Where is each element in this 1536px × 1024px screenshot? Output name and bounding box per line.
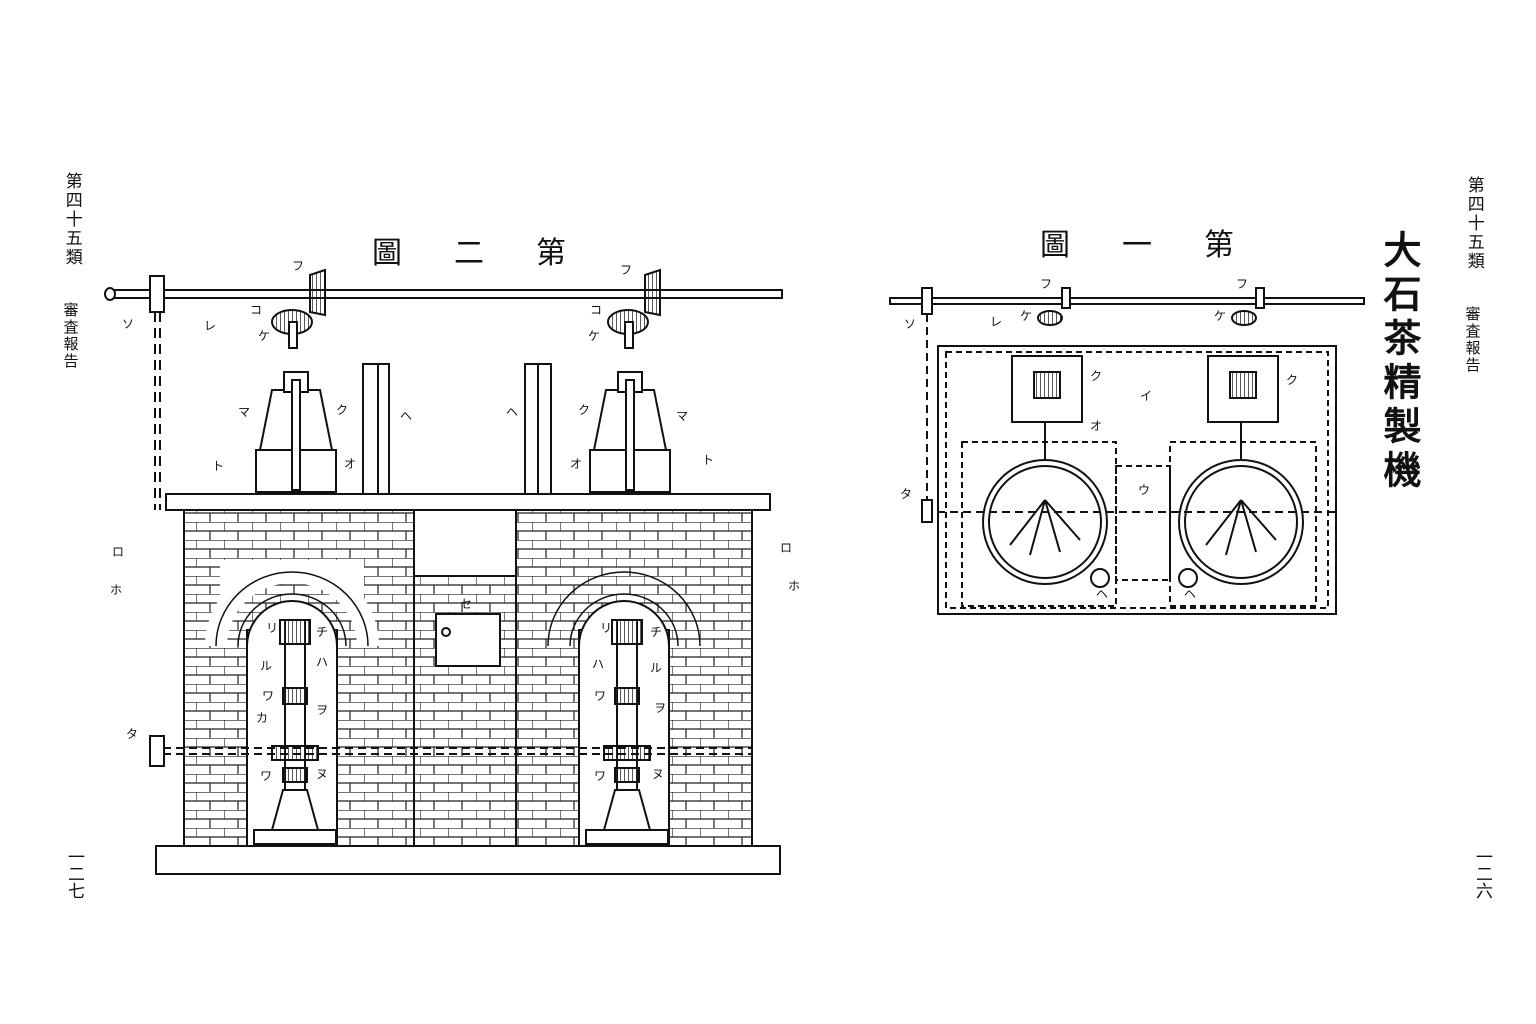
label: タ	[900, 487, 912, 501]
left-side-heading: 第四十五類	[61, 172, 82, 267]
label: ヲ	[654, 701, 666, 715]
right-side-heading-2: 審査報告	[1463, 306, 1482, 374]
label: ク	[336, 403, 348, 417]
figure-1-title: 第一圖	[1040, 228, 1286, 263]
figure-1-drawing	[889, 287, 1365, 615]
label: ホ	[110, 583, 122, 597]
label: ケ	[1020, 309, 1032, 323]
label: ク	[1090, 369, 1102, 383]
label: マ	[676, 409, 688, 423]
label: フ	[1040, 277, 1052, 291]
label: ロ	[112, 545, 124, 559]
label: ソ	[904, 317, 916, 331]
label: リ	[600, 621, 612, 635]
label: イ	[1140, 389, 1152, 403]
right-side-heading: 第四十五類	[1463, 176, 1484, 271]
label: ハ	[316, 655, 328, 669]
label: ケ	[1214, 309, 1226, 323]
label: ワ	[594, 689, 606, 703]
label: タ	[126, 727, 138, 741]
label: コ	[590, 303, 602, 317]
label: コ	[250, 303, 262, 317]
label: ル	[260, 659, 272, 673]
label: ヘ	[1096, 587, 1108, 601]
label: リ	[266, 621, 278, 635]
label: ケ	[258, 329, 270, 343]
label: マ	[238, 405, 250, 419]
label: チ	[316, 625, 328, 639]
label: ケ	[588, 329, 600, 343]
label: フ	[620, 263, 632, 277]
label: ヌ	[652, 767, 664, 781]
label: フ	[292, 259, 304, 273]
label: ワ	[260, 769, 272, 783]
label: ホ	[788, 579, 800, 593]
left-side-heading-2: 審査報告	[61, 302, 80, 370]
label: ヲ	[316, 703, 328, 717]
label: ソ	[122, 317, 134, 331]
left-page-number: 一二七	[64, 848, 84, 899]
label: フ	[1236, 277, 1248, 291]
label: ト	[702, 453, 714, 467]
label: カ	[256, 711, 268, 725]
label: ワ	[594, 769, 606, 783]
label: ト	[212, 459, 224, 473]
label: オ	[344, 457, 356, 471]
label: ヘ	[506, 405, 518, 419]
machine-title: 大石茶精製機	[1377, 230, 1422, 494]
label: ク	[578, 403, 590, 417]
figure-2-title: 第二圖	[372, 236, 618, 271]
label: ワ	[262, 689, 274, 703]
figure-1-labels: フ フ ソ レ ケ ケ イ ク ク オ タ ウ ヘ ヘ	[900, 277, 1298, 601]
label: オ	[570, 457, 582, 471]
label: セ	[460, 597, 472, 611]
label: オ	[1090, 419, 1102, 433]
figure-2-drawing	[104, 268, 783, 875]
label: レ	[990, 315, 1002, 329]
label: ヘ	[1184, 587, 1196, 601]
label: ハ	[592, 657, 604, 671]
label: チ	[650, 625, 662, 639]
figure-2-labels: フ フ ソ レ コ コ ケ ケ マ マ ク ク ヘ ヘ オ オ ト ト ロ ロ …	[110, 259, 800, 783]
label: ロ	[780, 541, 792, 555]
label: ル	[650, 661, 662, 675]
label: ク	[1286, 373, 1298, 387]
label: ヌ	[316, 767, 328, 781]
label: ウ	[1138, 483, 1150, 497]
right-page-number: 一二六	[1472, 848, 1492, 899]
label: ヘ	[400, 409, 412, 423]
label: レ	[204, 319, 216, 333]
